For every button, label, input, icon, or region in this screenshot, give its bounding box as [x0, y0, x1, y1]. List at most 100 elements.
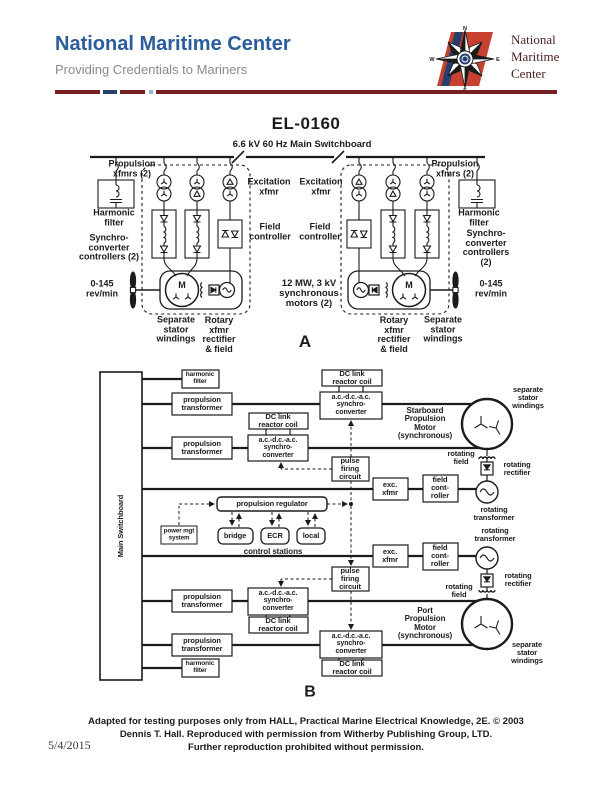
- motor-letters: M M: [178, 280, 413, 290]
- label-harmonic-filter-right: Harmonic filter: [458, 207, 500, 227]
- label-harmonic-filter-top: harmonic filter: [185, 371, 215, 385]
- footer-line-2: Dennis T. Hall. Reproduced with permissi…: [119, 729, 493, 740]
- rotary-rectifier-symbol: [368, 284, 380, 296]
- rotary-xfmr-symbol: [218, 281, 236, 299]
- label-separate-stator-top: separate stator windings: [512, 385, 544, 410]
- field-controller-symbols: [217, 219, 372, 283]
- footer-line-3: Further reproduction prohibited without …: [188, 742, 424, 753]
- label-dc-link-2: DC link reactor coil: [258, 412, 298, 429]
- starboard-excitation-chain: [475, 450, 499, 504]
- label-dc-link-1: DC link reactor coil: [332, 369, 372, 386]
- propulsion-xfmr-symbols: [156, 174, 435, 202]
- label-field-controller-top: field cont- roller: [430, 475, 450, 500]
- motor-group-right: [347, 270, 459, 310]
- label-rotating-rectifier-top: rotating rectifier: [503, 460, 531, 477]
- label-rotating-transformer-top: rotating transformer: [473, 505, 515, 522]
- label-ecr-station: ECR: [267, 531, 283, 541]
- motor-group-left: [129, 270, 243, 310]
- label-propulsion-transformer-3: propulsion transformer: [181, 592, 223, 609]
- label-propulsion-xfmrs-right: Propulsion xfmrs (2): [431, 158, 479, 178]
- rotary-field-coil: [200, 282, 203, 298]
- dashed-enclosure-left: [141, 164, 251, 315]
- label-propulsion-transformer-1: propulsion transformer: [181, 395, 223, 412]
- nmc-logo: N E S W National Maritime Center: [425, 26, 585, 94]
- label-harmonic-filter-left: Harmonic filter: [93, 207, 135, 227]
- label-synchro-converter-left: Synchro- converter controllers (2): [78, 232, 140, 262]
- control-wiring: [178, 420, 354, 630]
- port-excitation-chain: [475, 546, 499, 599]
- motor-symbol: [164, 272, 200, 308]
- label-propulsion-regulator: propulsion regulator: [236, 499, 308, 509]
- figure-label-a: A: [298, 331, 312, 351]
- label-propulsion-xfmrs-left: Propulsion xfmrs (2): [108, 158, 156, 178]
- compass-seal-ring: [461, 55, 469, 63]
- label-dc-link-4: DC link reactor coil: [332, 659, 372, 676]
- harmonic-filter-symbol-left: [97, 179, 135, 209]
- junction-dot: [349, 502, 353, 506]
- dc-link-stubs: [265, 386, 364, 660]
- label-field-controller-bottom: field cont- roller: [430, 543, 450, 568]
- label-synchro-converter-3: a.c.-d.c.-a.c. synchro- converter: [258, 589, 298, 612]
- diagram-a-graphics: M M: [90, 150, 496, 315]
- feeder-lines: [142, 377, 480, 670]
- compass-seal: [459, 53, 471, 65]
- xfmr-leads: [163, 201, 428, 220]
- diagram-a: M M 6.6 kV 60 Hz Main Switchboard Propul…: [72, 138, 542, 358]
- label-rotating-transformer-bottom: rotating transformer: [474, 526, 516, 543]
- label-synchro-converter-right: Synchro- converter controllers (2): [462, 227, 510, 267]
- svg-text:M: M: [178, 280, 186, 290]
- excitation-xfmr-symbols: [222, 174, 367, 202]
- diagram-b: Main Switchboard harmonic filter harmoni…: [95, 362, 560, 710]
- label-rotary-xfmr-left: Rotary xfmr rectifier & field: [202, 314, 236, 354]
- label-power-mgt-system: power mgt system: [163, 527, 195, 541]
- label-excitation-xfmr-left: Excitation xfmr: [247, 176, 291, 196]
- label-dc-link-3: DC link reactor coil: [258, 616, 298, 633]
- footer-line-1: Adapted for testing purposes only from H…: [88, 716, 524, 727]
- propeller-icon: [129, 271, 137, 309]
- motor-circles: [460, 397, 514, 651]
- exam-code: EL-0160: [271, 114, 341, 133]
- label-rotating-field-top: rotating field: [447, 449, 475, 466]
- label-pulse-firing-bottom: pulse firing circuit: [339, 566, 361, 591]
- motor-symbol: [391, 272, 427, 308]
- breaker-drops: [115, 157, 480, 180]
- label-rev-range-left: 0-145 rev/min: [85, 278, 119, 298]
- label-harmonic-filter-bottom: harmonic filter: [185, 660, 215, 674]
- label-bridge-station: bridge: [223, 531, 247, 541]
- label-rotary-xfmr-right: Rotary xfmr rectifier & field: [377, 314, 411, 354]
- figure-label-b: B: [304, 683, 316, 701]
- label-exc-xfmr-top: exc. xfmr: [382, 480, 398, 497]
- main-switchboard-box: [99, 371, 143, 681]
- label-control-stations: control stations: [243, 546, 303, 556]
- label-rotating-rectifier-bottom: rotating rectifier: [504, 571, 532, 588]
- svg-text:N: N: [463, 26, 467, 32]
- block-boxes: [160, 369, 459, 678]
- label-propulsion-transformer-4: propulsion transformer: [181, 636, 223, 653]
- label-rev-range-right: 0-145 rev/min: [474, 278, 508, 298]
- label-propulsion-transformer-2: propulsion transformer: [181, 439, 223, 456]
- converter-motor-links: [163, 257, 428, 277]
- org-tagline: Providing Credentials to Mariners: [55, 62, 248, 77]
- svg-text:M: M: [405, 280, 413, 290]
- label-port-motor: Port Propulsion Motor (synchronous): [397, 606, 453, 641]
- label-synchro-converter-4: a.c.-d.c.-a.c. synchro- converter: [331, 632, 371, 655]
- header-rule: [55, 90, 557, 94]
- dashed-enclosure-right: [340, 164, 450, 315]
- rotary-field-coil: [385, 282, 388, 298]
- logo-caption: National Maritime Center: [511, 32, 560, 81]
- label-switchboard-title: 6.6 kV 60 Hz Main Switchboard: [232, 138, 372, 150]
- label-motors-rating: 12 MW, 3 kV synchronous motors (2): [279, 277, 339, 310]
- label-field-controller-left: Field controller: [249, 221, 291, 241]
- label-pulse-firing-top: pulse firing circuit: [339, 456, 361, 481]
- svg-text:E: E: [496, 57, 500, 63]
- label-starboard-motor: Starboard Propulsion Motor (synchronous): [397, 406, 453, 441]
- org-name: National Maritime Center: [55, 33, 291, 55]
- label-excitation-xfmr-right: Excitation xfmr: [299, 176, 343, 196]
- stator-winding-glyphs: [474, 416, 501, 635]
- label-local-station: local: [302, 531, 320, 541]
- label-main-switchboard: Main Switchboard: [116, 494, 126, 558]
- propeller-icon: [452, 271, 459, 309]
- label-rotating-field-bottom: rotating field: [445, 582, 473, 599]
- label-separate-stator-left: Separate stator windings: [156, 314, 196, 344]
